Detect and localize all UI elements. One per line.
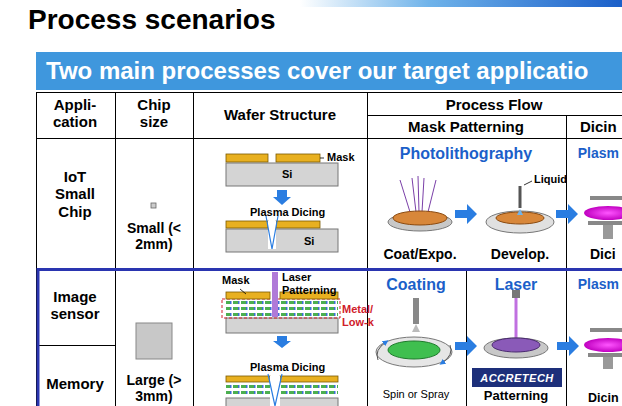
chip-size: Small (< 2mm) <box>122 220 186 252</box>
step-heading: Plasm <box>578 145 619 161</box>
step-heading: Laser <box>495 276 538 294</box>
banner-band: Two main processes cover our target appl… <box>36 52 622 90</box>
logo-badge: ACCRETECH <box>472 368 562 387</box>
part-label: Metal/ Low-k <box>342 303 382 328</box>
part-label: Laser Patterning <box>282 271 338 296</box>
header-cell: Appli- cation <box>45 96 105 131</box>
step-caption: Spin or Spray <box>383 388 450 401</box>
part-label: Si <box>282 168 292 181</box>
part-label: Si <box>304 235 314 248</box>
header-cell: Wafer Structure <box>224 106 336 123</box>
header-cell: Chip size <box>129 96 179 131</box>
row-heading: Image sensor <box>45 288 105 323</box>
node-text: Two main processes cover our target appl… <box>46 57 588 85</box>
step-caption: Dicin <box>588 391 619 405</box>
page-title: Process scenarios <box>28 4 276 36</box>
chip-size: Large (> 3mm) <box>122 372 186 404</box>
node-text: ACCRETECH <box>480 372 554 384</box>
step-heading: Plasm <box>578 276 619 292</box>
step-caption: Coat/Expo. <box>383 246 456 262</box>
step-heading: Photolithography <box>400 145 532 163</box>
part-label: Plasma Dicing <box>250 361 325 374</box>
step-caption: Develop. <box>491 246 549 262</box>
row-heading: IoT Small Chip <box>50 168 100 220</box>
header-cell: Dicin <box>580 118 617 135</box>
part-label: Liquid <box>534 173 567 186</box>
step-caption: Dici <box>590 246 616 262</box>
step-caption: Patterning <box>484 389 548 404</box>
part-label: Mask <box>327 151 355 164</box>
header-cell: Mask Patterning <box>408 118 524 135</box>
step-heading: Coating <box>386 276 446 294</box>
part-label: Mask <box>222 274 250 287</box>
part-label: Plasma Dicing <box>250 206 325 219</box>
header-cell: Process Flow <box>446 96 543 113</box>
row-heading: Memory <box>46 375 104 392</box>
